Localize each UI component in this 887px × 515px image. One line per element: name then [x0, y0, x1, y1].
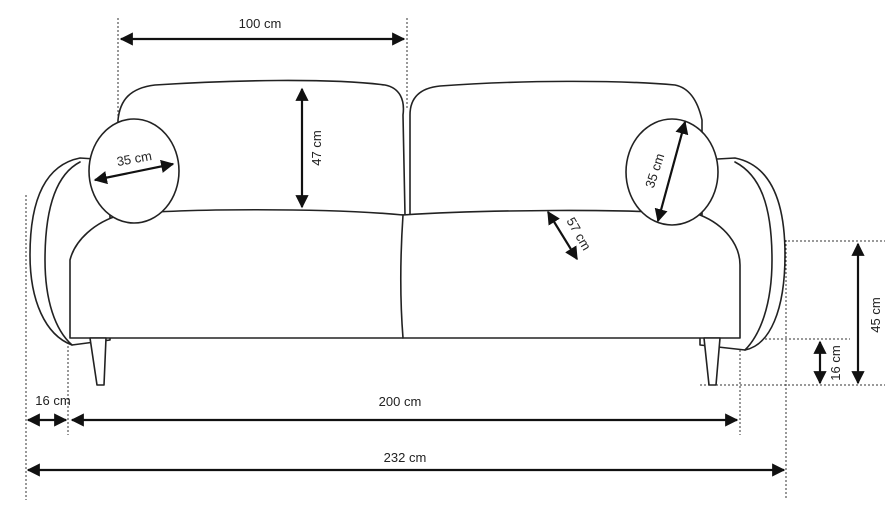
armrest-width-label: 16 cm	[35, 393, 70, 408]
total-width-label: 232 cm	[384, 450, 427, 465]
seat-width-label: 200 cm	[379, 394, 422, 409]
right-leg	[703, 337, 721, 386]
backrest-width-label: 100 cm	[239, 16, 282, 31]
total-height-label: 45 cm	[868, 297, 883, 332]
dimension-arrows	[26, 32, 865, 477]
seat	[69, 208, 741, 339]
left-leg	[89, 337, 107, 386]
left-cushion-diameter-label: 35 cm	[115, 148, 152, 169]
sofa-drawing	[29, 79, 786, 386]
left-backrest	[117, 79, 406, 216]
leg-height-label: 16 cm	[828, 345, 843, 380]
backrest-height-label: 47 cm	[309, 130, 324, 165]
